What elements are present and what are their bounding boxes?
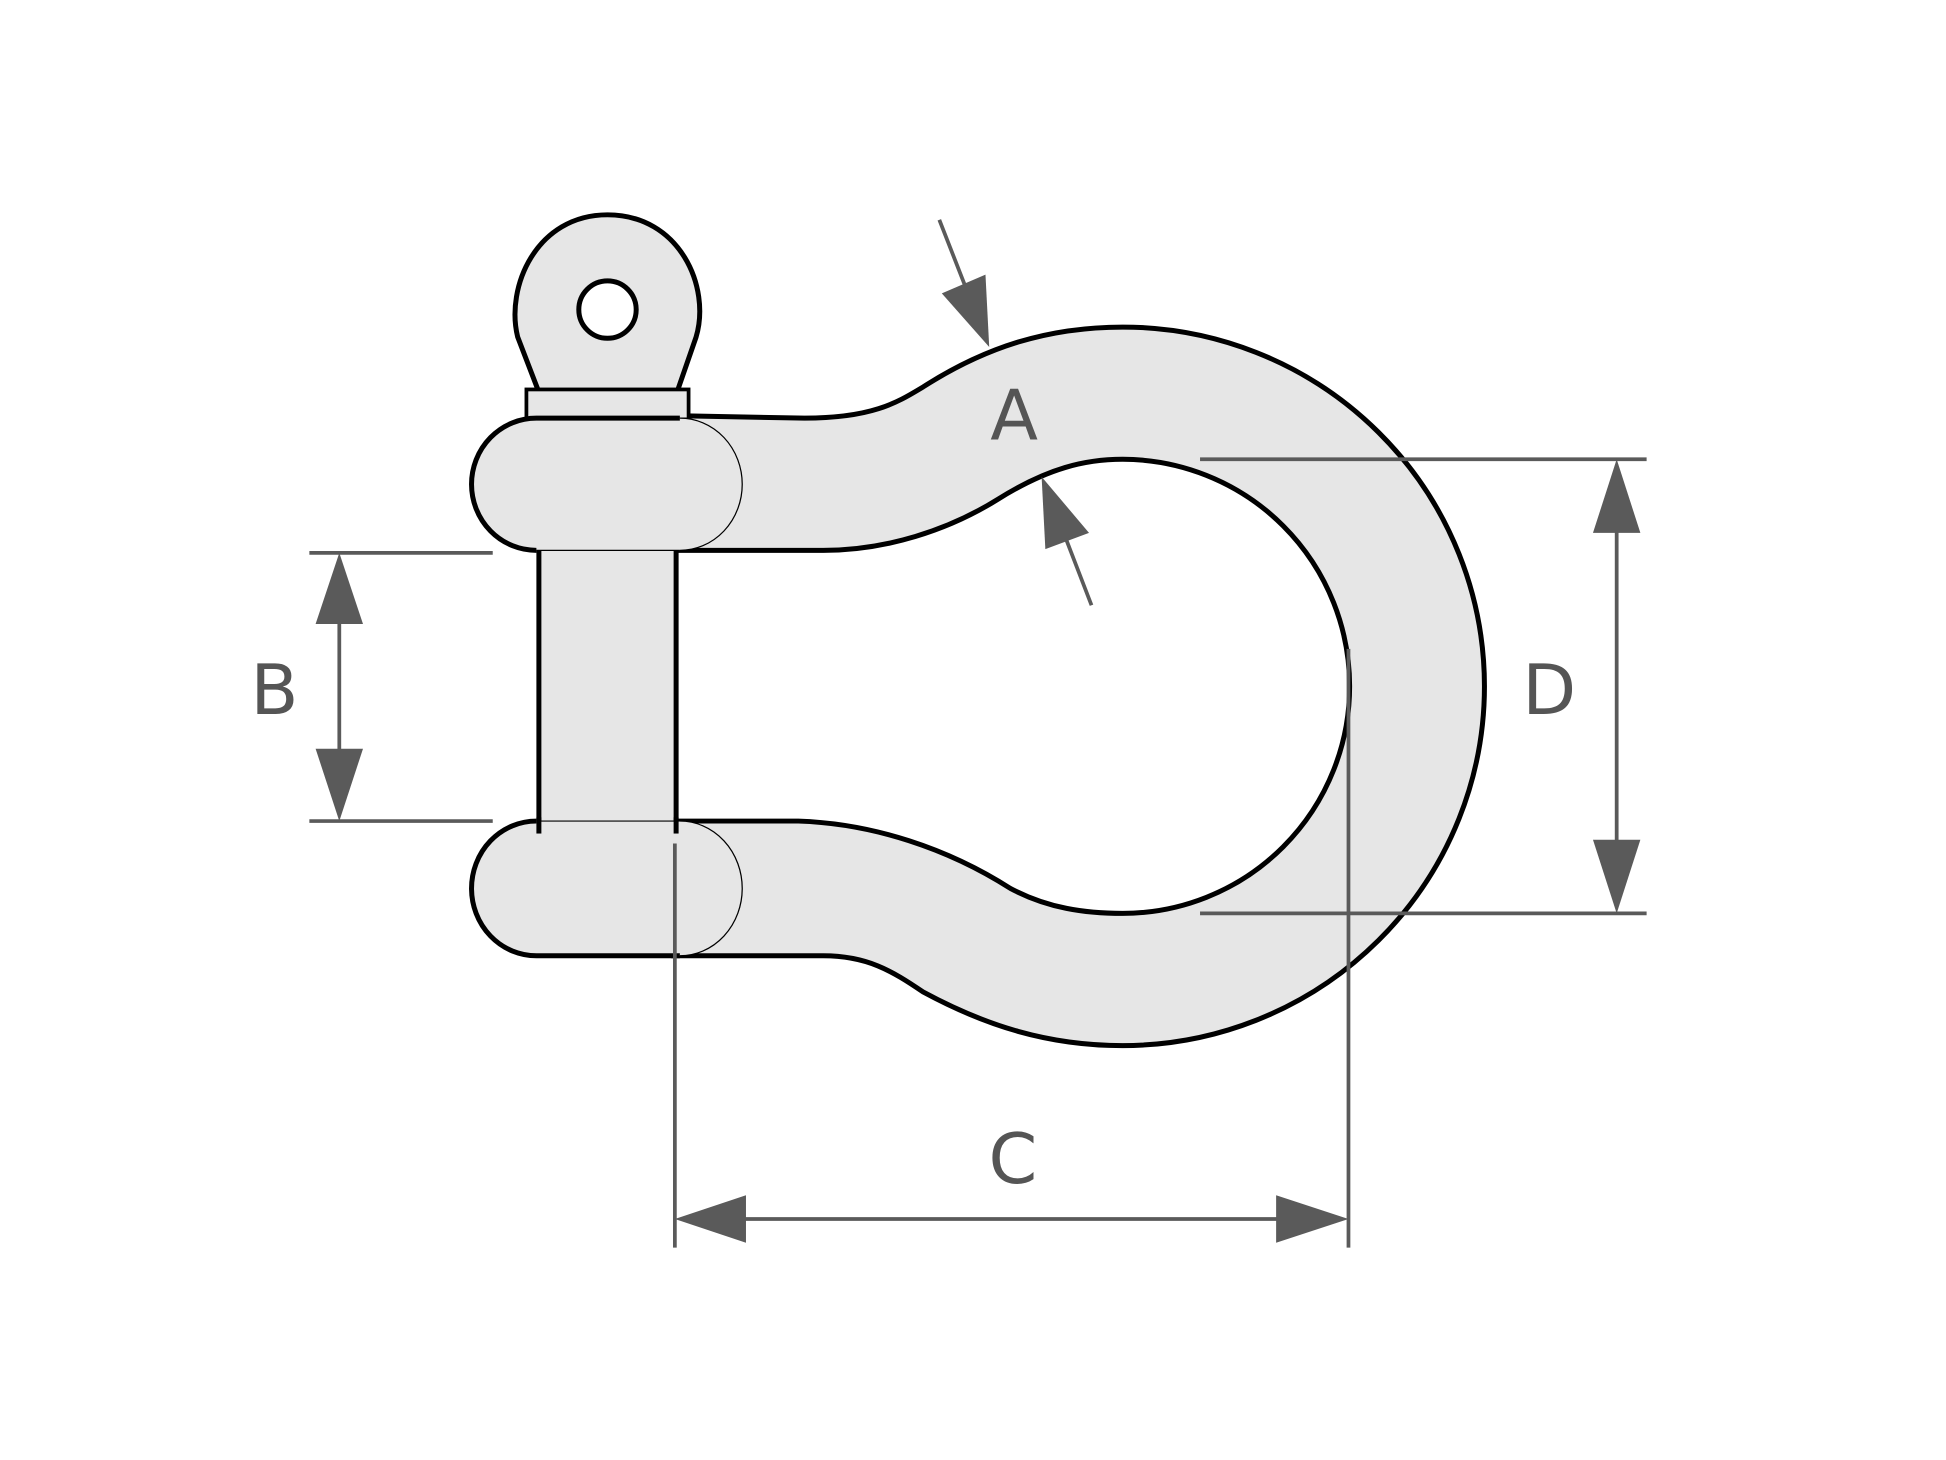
label-a: A: [990, 375, 1038, 456]
eye-hole: [576, 278, 639, 341]
lower-ear: [469, 817, 743, 959]
dimension-a: A: [937, 219, 1094, 606]
dimension-d: D: [1200, 457, 1647, 916]
upper-ear: [469, 415, 743, 553]
label-c: C: [989, 1119, 1038, 1200]
label-b: B: [250, 650, 298, 731]
pin-eye: [512, 212, 703, 422]
label-d: D: [1522, 650, 1576, 731]
dimension-b: B: [250, 550, 493, 823]
dimension-c: C: [672, 648, 1351, 1248]
shackle-bow: [671, 324, 1487, 1049]
pin-shaft: [536, 539, 679, 834]
